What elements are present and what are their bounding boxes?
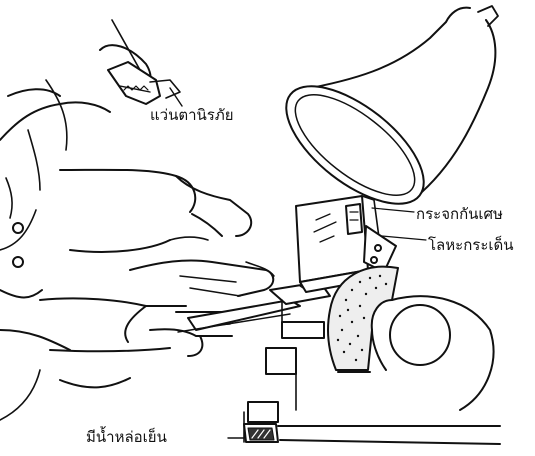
- right-arm: [40, 298, 232, 387]
- spark-metal-label: โลหะกระเด็น: [428, 238, 514, 253]
- left-arm: [60, 170, 251, 252]
- grinding-wheel-icon: [328, 267, 493, 410]
- lamp-icon: [267, 6, 498, 225]
- coolant-tray-icon: [244, 424, 278, 442]
- safety-glasses-icon: [108, 62, 180, 104]
- spark-leader-line: [382, 236, 426, 240]
- coolant-label: มีน้ำหล่อเย็น: [86, 430, 167, 445]
- safety-glasses-label: แว่นตานิรภัย: [150, 108, 234, 123]
- shield-leader-line: [372, 208, 414, 212]
- glass-shield-label: กระจกกันเศษ: [416, 207, 503, 222]
- spark-guard: [364, 226, 396, 272]
- worker-figure: [0, 20, 182, 420]
- upper-hand: [130, 260, 274, 296]
